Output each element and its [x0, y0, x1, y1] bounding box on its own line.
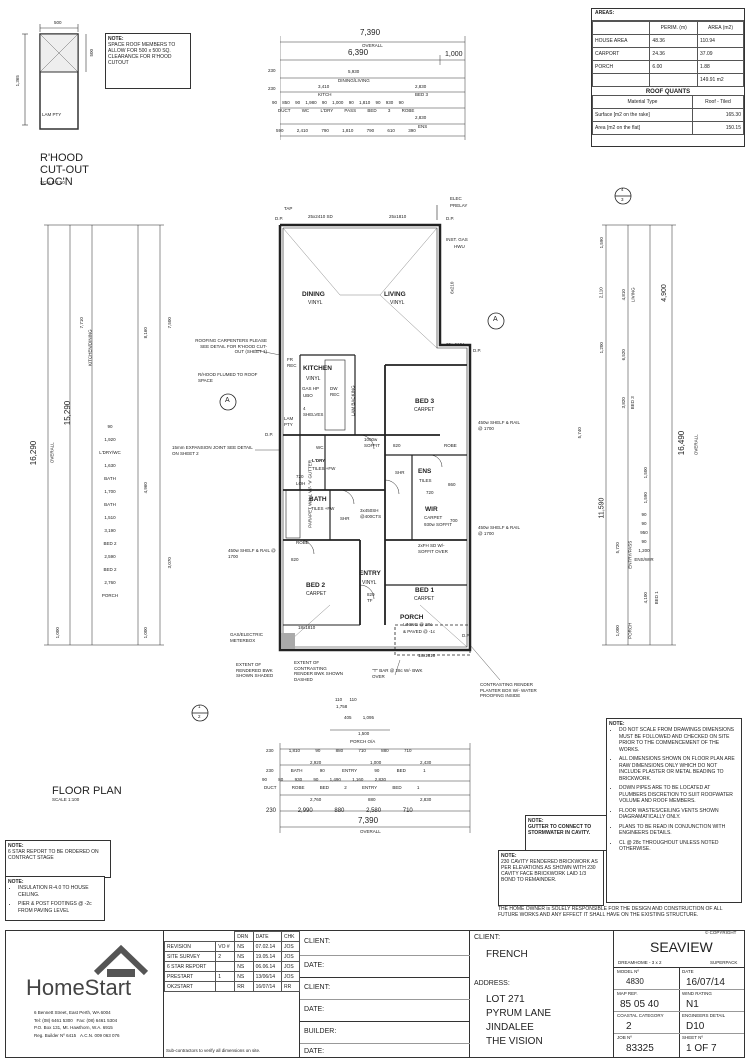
company-panel: HomeStart 6 Bennett Street, East Perth, … — [6, 931, 164, 1057]
table-row: OK2START RR 16/07/14 RR — [163, 981, 301, 992]
rhood-detail-drawing — [22, 24, 87, 130]
title-block: HomeStart 6 Bennett Street, East Perth, … — [5, 930, 745, 1058]
table-row: PORCH 6.00 1.88 — [591, 60, 744, 74]
table-row: SITE SURVEY 2 NS 19.05.14 JOS — [163, 951, 301, 962]
areas-col-area: AREA (m2) — [697, 21, 744, 35]
table-row: 6 STAR REPORT NS 06.06.14 JOS — [163, 961, 301, 972]
areas-total: 149.91 m2 — [697, 73, 744, 87]
client-panel: CLIENT: FRENCH ADDRESS: LOT 271 PYRUM LA… — [470, 931, 614, 1057]
revisions-panel: DRN DATE CHK REVISION VO # NS 07.02.14 J… — [163, 931, 301, 1057]
list-item: CL @ 28c THROUGHOUT UNLESS NOTED OTHERWI… — [619, 840, 739, 853]
table-row: REVISION VO # NS 07.02.14 JOS — [163, 941, 301, 952]
table-row: CARPORT 24.36 37.09 — [591, 47, 744, 61]
list-item: PIER & POST FOOTINGS @ -2c FROM PAVING L… — [18, 901, 102, 914]
rhood-detail: 500 500 1,365 LAM PTY R'HOOD CUT-OUT LOC… — [0, 0, 105, 200]
areas-table: AREAS: PERIM. (m) AREA (m2) HOUSE AREA 4… — [591, 8, 745, 147]
copyright: © COPYRIGHT — [705, 930, 737, 935]
list-item: INSULATION R-4.0 TO HOUSE CEILING. — [18, 885, 102, 898]
note-left-list: NOTE: INSULATION R-4.0 TO HOUSE CEILING.… — [5, 876, 105, 921]
section-marker-a-right: A — [493, 316, 498, 323]
bottom-dimensions: 110 110 1,758 405 1,095 1,500 PORCH O/A … — [262, 695, 480, 840]
rhood-lam-pty: LAM PTY — [42, 112, 62, 117]
rhood-dim-top: 500 — [54, 20, 62, 25]
table-row: PRESTART 1 NS 13/06/14 JOS — [163, 971, 301, 982]
rhood-dim-side: 500 — [89, 48, 95, 57]
floor-plan-title: FLOOR PLAN SCALE 1:100 — [52, 785, 122, 802]
company-name: HomeStart — [26, 975, 132, 1000]
note-gutter: NOTE: GUTTER TO CONNECT TO STORMWATER IN… — [525, 815, 609, 851]
outer-wall — [278, 223, 472, 652]
top-dim-lines — [279, 36, 466, 140]
table-row: HOUSE AREA 48.36 110.94 — [591, 34, 744, 48]
revisions-table: DRN DATE CHK REVISION VO # NS 07.02.14 J… — [163, 931, 301, 992]
section-marker-4-3-top: 4 — [621, 187, 624, 192]
house-logo-icon — [93, 944, 149, 977]
list-item: DO NOT SCALE FROM DRAWINGS DIMENSIONS MU… — [619, 727, 739, 753]
project-panel: SEAVIEW DREAMHOME - 3 x 2 SUPERPACK MODE… — [614, 931, 744, 1057]
rhood-scale: SCALE 1:50 — [40, 180, 65, 185]
section-marker-1-2-top: 1 — [198, 704, 201, 709]
section-marker-1-2-bot: 2 — [198, 714, 201, 719]
note-star: NOTE: 6 STAR REPORT TO BE ORDERED ON CON… — [5, 840, 111, 878]
list-item: DOWN PIPES ARE TO BE LOCATED AT PLUMBERS… — [619, 785, 739, 805]
note-cavity: NOTE: 230 CAVITY RENDERED BRICKWORK AS P… — [498, 850, 604, 906]
notes-right: NOTE: DO NOT SCALE FROM DRAWINGS DIMENSI… — [606, 718, 742, 903]
project-name: SEAVIEW — [650, 939, 713, 955]
areas-col-perim: PERIM. (m) — [649, 21, 699, 35]
table-row: Surface [m2 on the rake] 165.30 — [592, 108, 745, 122]
floor-plan-drawing — [44, 187, 676, 722]
list-item: PLANS TO BE READ IN CONJUNCTION WITH ENG… — [619, 824, 739, 837]
bottom-dim-lines — [279, 729, 471, 833]
list-item: ALL DIMENSIONS SHOWN ON FLOOR PLAN ARE R… — [619, 756, 739, 782]
rhood-dim-left: 1,365 — [14, 75, 20, 87]
roof-quants-title: ROOF QUANTS — [645, 89, 691, 95]
revisions-footer: Sub-contractors to verify all dimensions… — [166, 1048, 261, 1053]
top-dimensions: 7,390 OVERALL 6,390 1,000 230 5,930 DINI… — [268, 0, 480, 145]
areas-grid: PERIM. (m) AREA (m2) HOUSE AREA 48.36 11… — [591, 21, 744, 87]
signoff-panel: CLIENT: DATE: CLIENT: DATE: BUILDER: DAT… — [300, 931, 470, 1057]
section-marker-a-left: A — [225, 397, 230, 404]
areas-title: AREAS: — [592, 9, 744, 21]
section-marker-4-3-bot: 3 — [621, 197, 624, 202]
rendered-brickwork-shade — [281, 633, 295, 649]
owner-note: THE HOME OWNER is SOLELY RESPONSIBLE FOR… — [498, 906, 723, 918]
table-row: Material Type Roof - Tiled — [592, 95, 745, 109]
roof-note: NOTE: SPACE ROOF MEMBERS TO ALLOW FOR 50… — [105, 33, 191, 89]
rhood-title: R'HOOD CUT-OUT LOC'N — [40, 152, 89, 188]
roof-quants-grid: Material Type Roof - Tiled Surface [m2 o… — [592, 95, 745, 135]
table-row: Area [m2 on the flat] 150.15 — [592, 121, 745, 135]
list-item: FLOOR WASTES/CEILING VENTS SHOWN DIAGRAM… — [619, 808, 739, 821]
